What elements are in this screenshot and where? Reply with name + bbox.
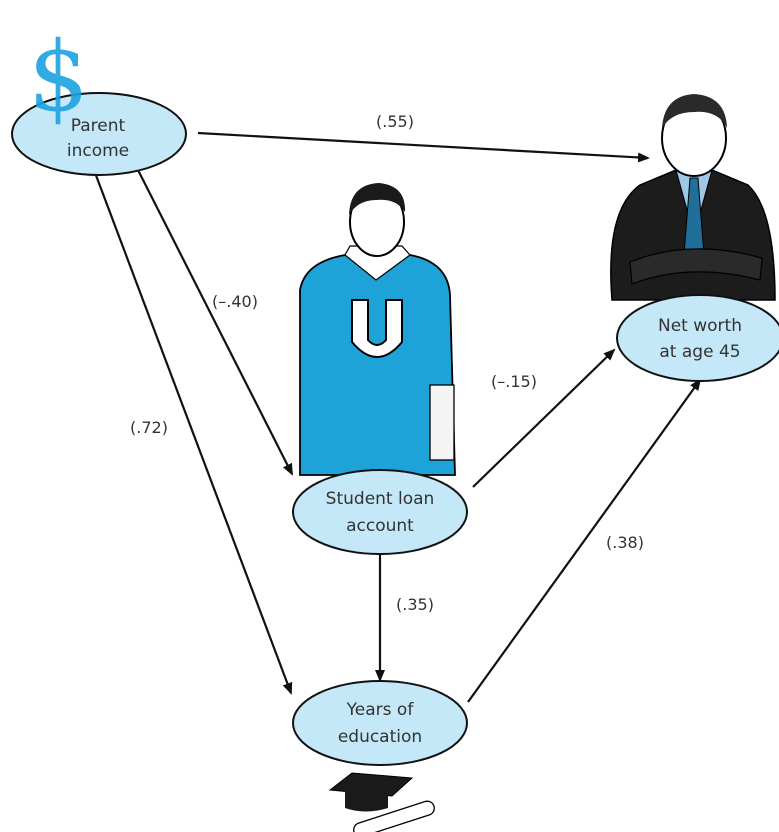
student-illustration bbox=[299, 183, 456, 476]
edge-label-parent-to-networth: (.55) bbox=[376, 112, 414, 131]
node-years-education: Years of education bbox=[292, 680, 468, 766]
node-label-line1: Years of bbox=[346, 700, 415, 720]
node-label-line1: Parent bbox=[71, 116, 126, 136]
edge-label-loan-to-education: (.35) bbox=[396, 595, 434, 614]
edges bbox=[92, 131, 702, 703]
edge-label-parent-to-education: (.72) bbox=[130, 418, 168, 437]
node-label-line2: income bbox=[67, 141, 129, 161]
edge-label-parent-to-loan: (–.40) bbox=[212, 292, 258, 311]
edge-parent-to-education bbox=[92, 169, 293, 695]
node-label-line2: at age 45 bbox=[659, 342, 740, 362]
edge-parent-to-loan bbox=[137, 169, 293, 476]
node-label-line1: Net worth bbox=[658, 316, 742, 336]
node-student-loan: Student loan account bbox=[292, 469, 468, 555]
edge-label-loan-to-networth: (–.15) bbox=[491, 372, 537, 391]
edge-parent-to-networth bbox=[197, 131, 650, 163]
edge-labels: (.55) (–.40) (.72) (–.15) (.35) (.38) bbox=[130, 112, 644, 614]
node-label-line2: education bbox=[338, 727, 422, 747]
node-label-line1: Student loan bbox=[326, 489, 435, 509]
graduation-cap-illustration bbox=[328, 772, 435, 832]
node-parent-income: $ Parent income bbox=[11, 21, 187, 176]
node-net-worth: Net worth at age 45 bbox=[616, 294, 779, 382]
edge-loan-to-networth bbox=[472, 348, 616, 488]
edge-education-to-networth bbox=[467, 378, 702, 703]
edge-label-education-to-networth: (.38) bbox=[606, 533, 644, 552]
dollar-sign-icon: $ bbox=[28, 21, 89, 133]
businessman-illustration bbox=[610, 94, 776, 301]
node-label-line2: account bbox=[346, 516, 414, 536]
